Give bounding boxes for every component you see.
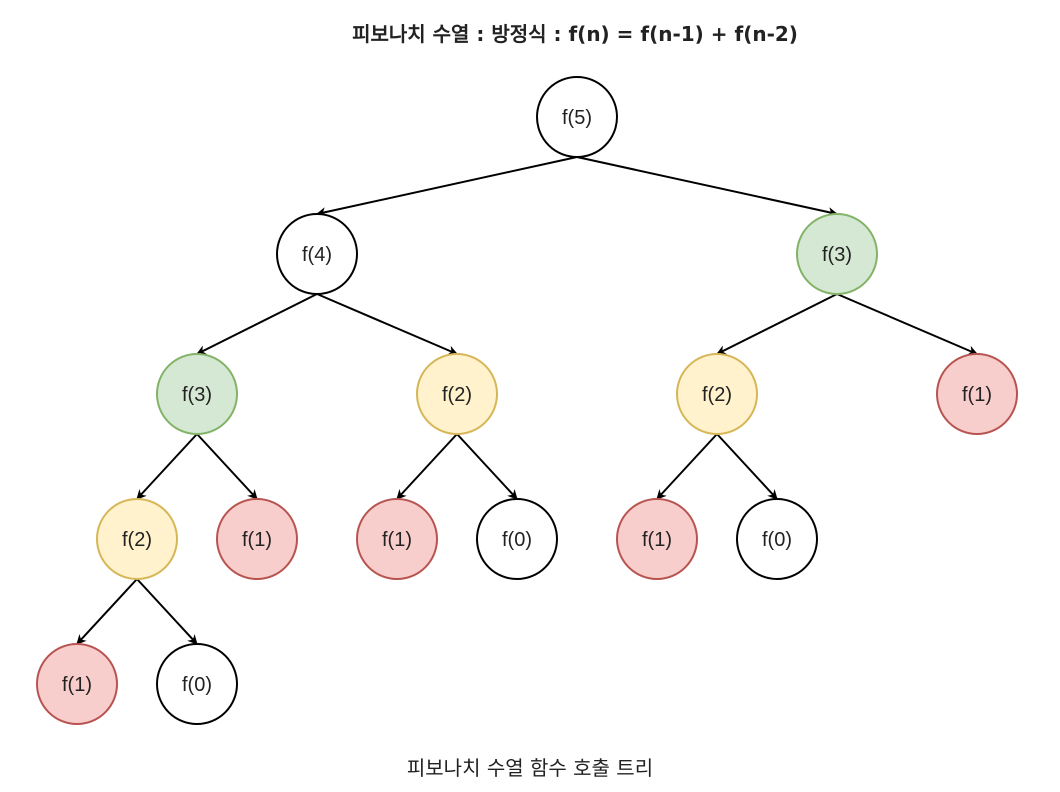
tree-node-n5: f(2) [416, 353, 498, 435]
tree-node-n1: f(5) [536, 76, 618, 158]
edge-arrow-n3-n7 [836, 293, 978, 356]
tree-node-n3: f(3) [796, 213, 878, 295]
node-label: f(2) [702, 384, 732, 406]
node-label: f(3) [822, 244, 852, 266]
node-circle [936, 353, 1018, 435]
node-circle [676, 353, 758, 435]
node-label: f(0) [502, 529, 532, 551]
node-label: f(4) [302, 244, 332, 266]
node-circle [96, 498, 178, 580]
node-label: f(5) [562, 107, 592, 129]
node-circle [356, 498, 438, 580]
edge-arrow-n4-n9 [196, 433, 258, 500]
edge-arrow-n1-n2 [316, 156, 578, 217]
node-circle [536, 76, 618, 158]
tree-node-n15: f(0) [156, 643, 238, 725]
node-label: f(0) [182, 674, 212, 696]
tree-node-n11: f(0) [476, 498, 558, 580]
edge-arrow-n3-n6 [716, 293, 838, 355]
node-circle [736, 498, 818, 580]
node-label: f(2) [122, 529, 152, 551]
node-circle [156, 353, 238, 435]
edge-arrow-n2-n4 [196, 293, 318, 355]
node-label: f(0) [762, 529, 792, 551]
edge-arrow-n1-n3 [576, 156, 838, 217]
edge-arrow-n6-n12 [656, 433, 718, 500]
node-circle [616, 498, 698, 580]
edge-arrow-n8-n15 [136, 578, 198, 645]
node-label: f(1) [242, 529, 272, 551]
edge-arrow-n5-n10 [396, 433, 458, 500]
node-circle [216, 498, 298, 580]
tree-node-n8: f(2) [96, 498, 178, 580]
node-circle [36, 643, 118, 725]
edge-arrow-n6-n13 [716, 433, 778, 500]
diagram-title: 피보나치 수열 : 방정식 : f(n) = f(n-1) + f(n-2) [352, 22, 798, 46]
node-circle [156, 643, 238, 725]
node-circle [416, 353, 498, 435]
node-circle [276, 213, 358, 295]
edge-arrow-n5-n11 [456, 433, 518, 500]
node-label: f(3) [182, 384, 212, 406]
node-label: f(1) [382, 529, 412, 551]
node-label: f(1) [642, 529, 672, 551]
node-label: f(1) [962, 384, 992, 406]
tree-node-n2: f(4) [276, 213, 358, 295]
node-circle [796, 213, 878, 295]
node-circle [476, 498, 558, 580]
node-label: f(2) [442, 384, 472, 406]
tree-node-n9: f(1) [216, 498, 298, 580]
tree-node-n6: f(2) [676, 353, 758, 435]
tree-node-n10: f(1) [356, 498, 438, 580]
tree-node-n12: f(1) [616, 498, 698, 580]
tree-node-n14: f(1) [36, 643, 118, 725]
tree-node-n4: f(3) [156, 353, 238, 435]
tree-node-n13: f(0) [736, 498, 818, 580]
diagram-caption: 피보나치 수열 함수 호출 트리 [406, 756, 654, 780]
edge-arrow-n4-n8 [136, 433, 198, 500]
edge-arrow-n2-n5 [316, 293, 458, 356]
node-label: f(1) [62, 674, 92, 696]
edge-arrow-n8-n14 [76, 578, 138, 645]
tree-node-n7: f(1) [936, 353, 1018, 435]
